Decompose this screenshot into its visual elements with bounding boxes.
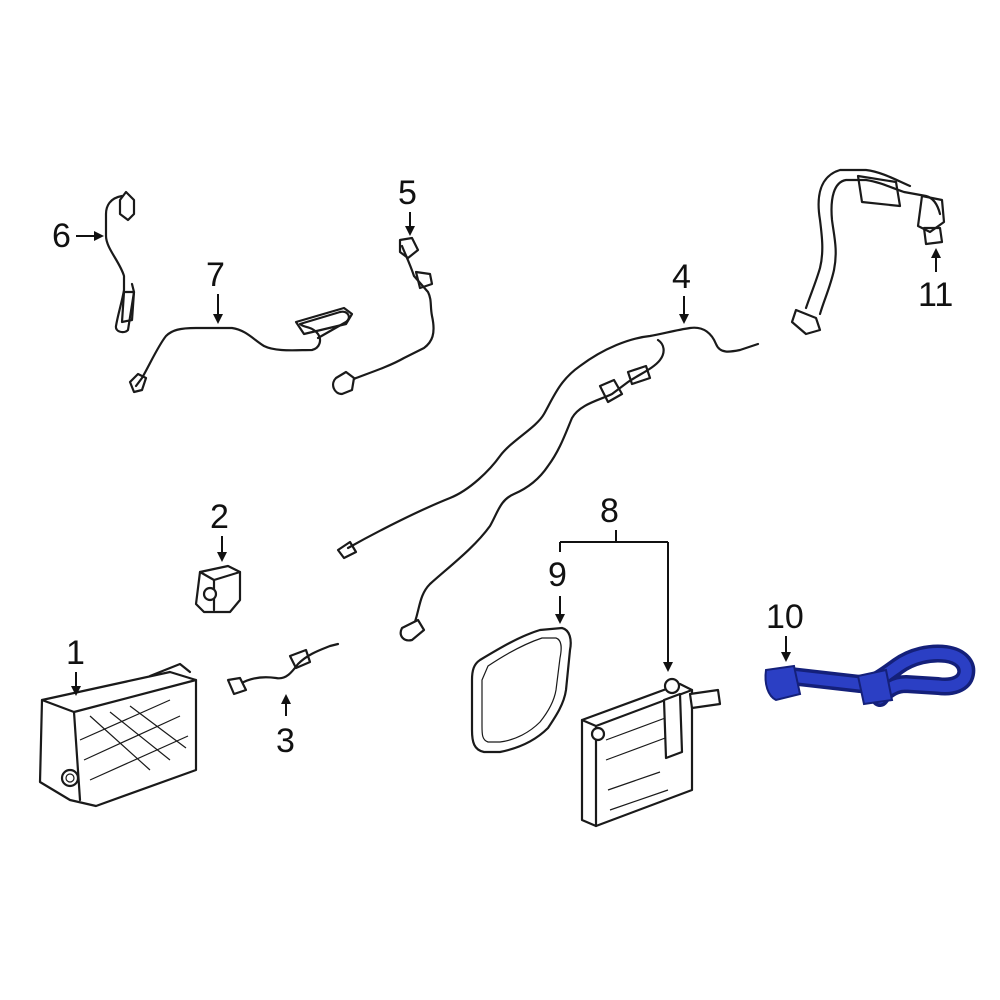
callout-3-arrow xyxy=(281,694,291,704)
callout-2-arrow xyxy=(217,552,227,562)
part-8-module[interactable] xyxy=(580,677,722,828)
callout-10-arrow xyxy=(781,652,791,662)
callout-1-arrow xyxy=(71,686,81,696)
callout-4: 4 xyxy=(672,258,691,324)
callout-11-arrow xyxy=(931,248,941,258)
callout-11-label: 11 xyxy=(918,276,953,314)
part-10-hose-highlighted[interactable] xyxy=(764,644,976,707)
callout-5-label: 5 xyxy=(398,174,417,212)
callout-3-label: 3 xyxy=(276,722,295,760)
callout-10: 10 xyxy=(766,598,804,662)
callout-8: 8 xyxy=(559,492,673,672)
callout-7: 7 xyxy=(206,256,225,324)
part-4-tube-assembly[interactable] xyxy=(336,326,760,642)
callout-9: 9 xyxy=(548,556,567,624)
callout-8-arrow xyxy=(663,662,673,672)
callout-9-label: 9 xyxy=(548,556,567,594)
part-2-sensor[interactable] xyxy=(194,564,242,614)
callout-4-arrow xyxy=(679,314,689,324)
part-3-tube[interactable] xyxy=(226,642,340,696)
callout-1: 1 xyxy=(66,634,85,696)
callout-2: 2 xyxy=(210,498,229,562)
callout-8-label: 8 xyxy=(600,492,619,530)
callout-6: 6 xyxy=(52,217,104,255)
callout-9-arrow xyxy=(555,614,565,624)
part-6-bracket[interactable] xyxy=(104,190,136,334)
callout-6-arrow xyxy=(94,231,104,241)
part-5-tube[interactable] xyxy=(332,236,435,396)
callout-3: 3 xyxy=(276,694,295,760)
callout-7-label: 7 xyxy=(206,256,225,294)
callout-5: 5 xyxy=(398,174,417,236)
callout-11: 11 xyxy=(918,248,953,314)
part-9-gasket[interactable] xyxy=(470,626,572,754)
callout-5-arrow xyxy=(405,226,415,236)
callout-2-label: 2 xyxy=(210,498,229,536)
part-1-canister[interactable] xyxy=(38,662,198,808)
callout-10-label: 10 xyxy=(766,598,804,636)
callout-1-label: 1 xyxy=(66,634,85,672)
part-11-hose[interactable] xyxy=(790,168,946,336)
callout-7-arrow xyxy=(213,314,223,324)
part-7-tube[interactable] xyxy=(128,306,354,394)
callout-4-label: 4 xyxy=(672,258,691,296)
callout-6-label: 6 xyxy=(52,217,71,255)
